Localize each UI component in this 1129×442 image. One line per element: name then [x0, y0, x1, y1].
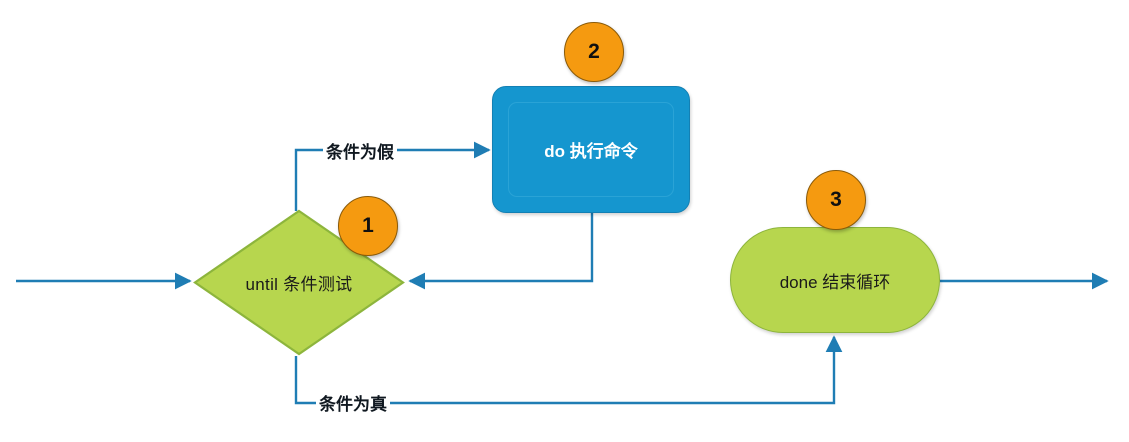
step-badge-3: 3 [806, 170, 866, 230]
process-node[interactable]: do 执行命令 [492, 86, 690, 213]
terminator-label: done 结束循环 [779, 272, 891, 292]
edge-label-condition-false: 条件为假 [323, 138, 397, 163]
process-label: do 执行命令 [544, 142, 638, 161]
edge-label-condition-true: 条件为真 [316, 390, 390, 415]
edge-loop-back [408, 213, 594, 290]
decision-label: until 条件测试 [245, 275, 353, 294]
step-badge-2: 2 [564, 22, 624, 82]
step-badge-1: 1 [338, 196, 398, 256]
edge-false-branch [294, 141, 491, 211]
terminator-node[interactable]: done 结束循环 [730, 227, 940, 333]
edge-true-branch [294, 335, 843, 405]
